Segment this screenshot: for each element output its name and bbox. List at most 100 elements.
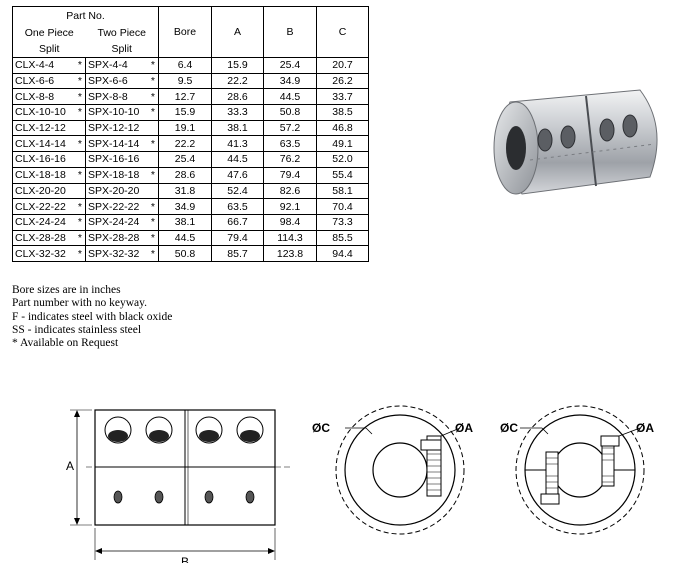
col-b-header: B <box>263 6 317 58</box>
c-cell: 33.7 <box>316 88 369 106</box>
two-piece-part-cell-value: SPX-8-8 <box>88 90 128 103</box>
one-piece-part-cell-value: CLX-18-18 <box>15 169 66 182</box>
c-cell-value: 46.8 <box>332 122 353 135</box>
b-cell-value: 63.5 <box>279 137 301 150</box>
two-piece-part-cell-value: SPX-22-22 <box>88 200 140 213</box>
available-on-request-mark: * <box>150 169 155 182</box>
available-on-request-mark: * <box>77 75 82 88</box>
two-piece-part-cell-value: SPX-18-18 <box>88 169 140 182</box>
c-cell: 26.2 <box>316 72 369 90</box>
one-piece-part-cell: CLX-4-4 * <box>12 57 86 74</box>
c-cell-value: 49.1 <box>332 137 353 150</box>
b-cell-value: 34.9 <box>279 75 301 88</box>
bore-cell-value: 31.8 <box>174 184 196 197</box>
c-cell: 52.0 <box>316 151 369 168</box>
dim-a-hole-label-1: ØA <box>455 421 473 435</box>
one-piece-part-cell: CLX-14-14 * <box>12 135 86 153</box>
bore-cell-value: 28.6 <box>174 169 196 182</box>
available-on-request-mark: * <box>150 200 155 213</box>
a-cell: 85.7 <box>211 245 264 262</box>
c-cell-value: 70.4 <box>332 200 353 213</box>
col-c-header: C <box>316 6 369 58</box>
one-piece-part-cell-value: CLX-22-22 <box>15 200 66 213</box>
bore-cell-value: 19.1 <box>174 122 196 135</box>
two-piece-part-cell: SPX-22-22 * <box>85 198 159 215</box>
c-cell: 55.4 <box>316 166 369 184</box>
note-stainless: SS - indicates stainless steel <box>12 323 142 336</box>
notes: Bore sizes are in inches Part number wit… <box>12 284 172 350</box>
col-a-header: A <box>211 6 264 58</box>
available-on-request-mark: * <box>77 247 82 260</box>
a-cell-value: 15.9 <box>227 59 248 72</box>
bore-cell: 9.5 <box>158 72 212 90</box>
one-piece-part-cell-value: CLX-24-24 <box>15 216 66 229</box>
b-cell: 79.4 <box>263 166 317 184</box>
available-on-request-mark: * <box>150 231 155 244</box>
c-cell: 85.5 <box>316 229 369 247</box>
c-cell: 70.4 <box>316 198 369 215</box>
available-on-request-mark: * <box>150 247 155 260</box>
c-cell: 73.3 <box>316 213 369 231</box>
b-cell-value: 98.4 <box>279 216 301 229</box>
spec-table: Part No. Bore A B C One Piece Two Piece … <box>12 6 369 262</box>
a-cell: 41.3 <box>211 135 264 153</box>
dim-c-label-2: ØC <box>500 421 518 435</box>
b-cell-value: 25.4 <box>279 59 301 72</box>
bore-cell-value: 12.7 <box>174 90 196 103</box>
two-piece-part-cell-value: SPX-14-14 <box>88 137 140 150</box>
one-piece-part-cell-value: CLX-6-6 <box>15 75 55 88</box>
bore-cell: 34.9 <box>158 198 212 215</box>
coupling-photo <box>493 89 658 195</box>
a-cell: 28.6 <box>211 88 264 106</box>
c-cell-value: 58.1 <box>332 184 353 197</box>
two-piece-part-cell-value: SPX-28-28 <box>88 231 140 244</box>
bore-cell: 50.8 <box>158 245 212 262</box>
c-cell-value: 20.7 <box>332 59 353 72</box>
c-cell: 49.1 <box>316 135 369 153</box>
bore-cell: 31.8 <box>158 182 212 200</box>
b-cell: 25.4 <box>263 57 317 74</box>
one-piece-part-cell-value: CLX-4-4 <box>15 59 55 72</box>
side-view: A B <box>66 409 290 563</box>
a-cell-value: 28.6 <box>227 90 248 103</box>
available-on-request-mark: * <box>77 137 82 150</box>
note-bore-units: Bore sizes are in inches <box>12 284 121 296</box>
two-piece-part-cell-value: SPX-16-16 <box>88 153 140 166</box>
b-cell: 76.2 <box>263 151 317 168</box>
technical-drawings: A B ØC ØA ØC ØA <box>66 405 654 563</box>
available-on-request-mark: * <box>150 216 155 229</box>
two-piece-part-cell: SPX-20-20 <box>85 182 159 200</box>
available-on-request-mark: * <box>77 59 82 72</box>
two-piece-part-cell: SPX-4-4* <box>85 57 159 74</box>
part-no-header: Part No. <box>12 6 159 24</box>
a-cell-value: 52.4 <box>227 184 248 197</box>
b-cell-value: 79.4 <box>279 169 301 182</box>
available-on-request-mark: * <box>77 106 82 119</box>
one-piece-part-cell-value: CLX-14-14 <box>15 137 66 150</box>
a-cell: 15.9 <box>211 57 264 74</box>
bore-cell-value: 9.5 <box>177 75 193 88</box>
a-cell-value: 22.2 <box>227 75 248 88</box>
note-no-keyway: Part number with no keyway. <box>12 297 147 310</box>
one-piece-part-cell-value: CLX-32-32 <box>15 247 66 260</box>
two-piece-part-cell: SPX-8-8* <box>85 88 159 106</box>
available-on-request-mark: * <box>77 200 82 213</box>
c-cell-value: 55.4 <box>332 169 353 182</box>
a-cell-value: 47.6 <box>227 169 248 182</box>
a-cell-value: 38.1 <box>227 122 248 135</box>
bore-cell: 22.2 <box>158 135 212 153</box>
two-piece-part-cell: SPX-16-16 <box>85 151 159 168</box>
end-view-one-piece: ØC ØA <box>312 405 473 535</box>
b-cell-value: 44.5 <box>279 90 301 103</box>
a-cell-value: 41.3 <box>227 137 248 150</box>
